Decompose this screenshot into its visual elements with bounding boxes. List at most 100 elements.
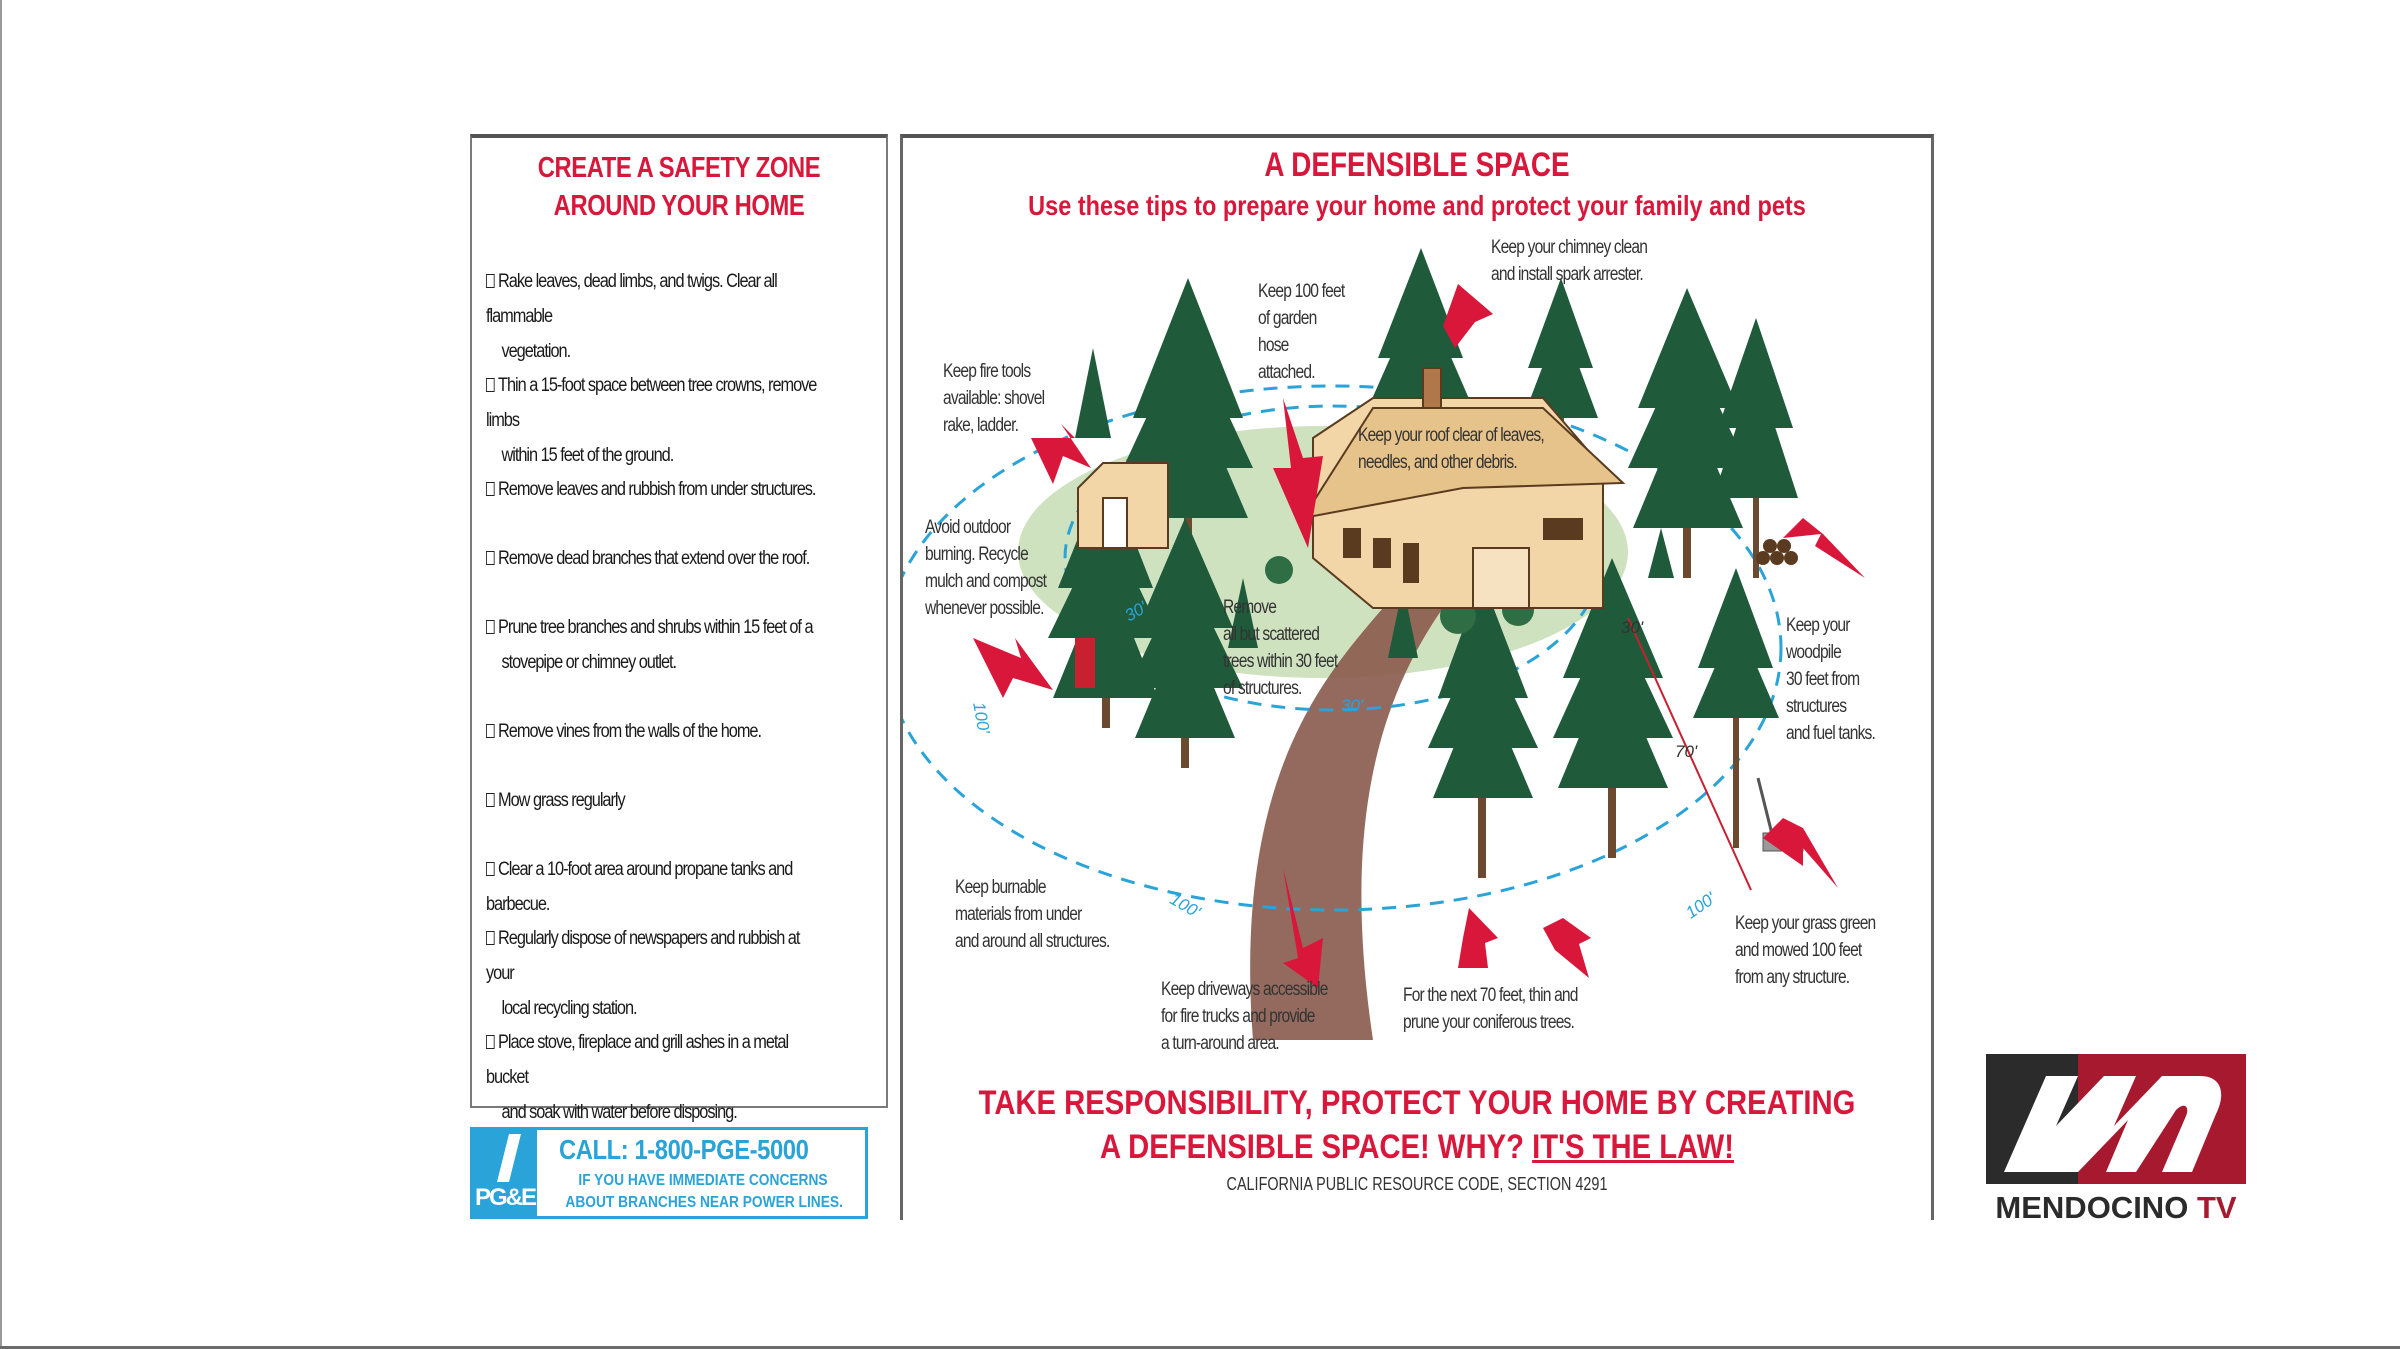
tip-text: Remove leaves and rubbish from under str… xyxy=(498,479,816,500)
tip-text-cont: and soak with water before disposing. xyxy=(501,1102,737,1123)
checkbox-icon xyxy=(486,378,495,392)
pge-callout-sub-line2: ABOUT BRANCHES NEAR POWER LINES. xyxy=(565,1194,843,1211)
label-burning: Avoid outdoor burning. Recycle mulch and… xyxy=(925,517,1047,619)
tree-icon xyxy=(1553,558,1673,858)
defensible-space-panel: A DEFENSIBLE SPACE Use these tips to pre… xyxy=(900,134,1934,1220)
tip-item: Remove leaves and rubbish from under str… xyxy=(486,472,830,507)
tip-text: Clear a 10-foot area around propane tank… xyxy=(486,859,793,915)
defensible-space-illustration xyxy=(903,248,1865,1040)
distance-line xyxy=(1627,617,1752,891)
tip-item: Place stove, fireplace and grill ashes i… xyxy=(486,1025,830,1130)
safety-zone-title-line1: CREATE A SAFETY ZONE xyxy=(537,152,821,184)
tip-item: Remove dead branches that extend over th… xyxy=(486,541,830,576)
tree-icon xyxy=(1648,528,1674,578)
arrow-icon xyxy=(1273,398,1323,548)
pge-callout-sub-line1: IF YOU HAVE IMMEDIATE CONCERNS xyxy=(578,1172,828,1189)
arrow-icon xyxy=(1763,818,1838,888)
distance-30-label: 30' xyxy=(1621,618,1644,637)
tip-text: Remove vines from the walls of the home. xyxy=(498,721,762,742)
arrow-icon xyxy=(1543,918,1591,978)
label-fire-tools: Keep fire tools available: shovel rake, … xyxy=(943,361,1045,436)
tree-icon xyxy=(1075,348,1111,438)
tree-icon xyxy=(1713,318,1798,578)
burn-barrel-icon xyxy=(1075,638,1095,688)
label-woodpile: Keep your woodpile 30 feet from structur… xyxy=(1786,615,1876,744)
tip-text: Thin a 15-foot space between tree crowns… xyxy=(486,375,817,431)
logo-wordmark: MENDOCINO TV xyxy=(1986,1190,2246,1226)
arrow-icon xyxy=(973,638,1053,698)
checkbox-icon xyxy=(486,931,495,945)
zone-100-ring xyxy=(903,384,1783,912)
arrow-icon xyxy=(1031,424,1091,484)
label-chimney: Keep your chimney clean and install spar… xyxy=(1491,237,1648,285)
safety-zone-title-line2: AROUND YOUR HOME xyxy=(553,190,805,222)
tip-item: Mow grass regularly xyxy=(486,783,830,818)
safety-zone-panel: CREATE A SAFETY ZONE AROUND YOUR HOME Ra… xyxy=(470,134,888,1123)
tip-text: Prune tree branches and shrubs within 15… xyxy=(498,617,813,638)
label-grass: Keep your grass green and mowed 100 feet… xyxy=(1735,913,1876,988)
tip-item: Remove vines from the walls of the home. xyxy=(486,714,830,749)
tip-text: Place stove, fireplace and grill ashes i… xyxy=(486,1032,789,1088)
label-driveways: Keep driveways accessible for fire truck… xyxy=(1161,979,1328,1054)
lightning-bolt-icon xyxy=(497,1134,521,1182)
checkbox-icon xyxy=(486,862,495,876)
tree-icon xyxy=(1693,568,1779,848)
distance-70-label: 70' xyxy=(1675,742,1698,761)
arrow-group xyxy=(973,284,1865,988)
screen-left-edge xyxy=(0,0,2,1349)
label-trees-30: Remove all but scattered trees within 30… xyxy=(1223,597,1338,699)
screen-bottom-edge xyxy=(0,1346,2400,1349)
tip-text: Rake leaves, dead limbs, and twigs. Clea… xyxy=(486,271,778,327)
tree-icon xyxy=(1628,288,1748,578)
shed-icon xyxy=(1077,462,1169,549)
tree-icon xyxy=(1428,578,1538,878)
logo-name-tv: TV xyxy=(2196,1190,2237,1225)
checkbox-icon xyxy=(486,724,495,738)
label-next-70: For the next 70 feet, thin and prune you… xyxy=(1403,985,1578,1033)
tip-item: Prune tree branches and shrubs within 15… xyxy=(486,610,830,680)
tree-icon xyxy=(1388,586,1418,658)
tip-item: Regularly dispose of newspapers and rubb… xyxy=(486,921,830,1026)
tip-text-cont: stovepipe or chimney outlet. xyxy=(501,652,677,673)
label-roof: Keep your roof clear of leaves, needles,… xyxy=(1358,425,1545,473)
tree-group xyxy=(1048,248,1798,878)
shrub-icon xyxy=(1265,556,1293,584)
arrow-icon xyxy=(1458,908,1498,968)
footer-line1: TAKE RESPONSIBILITY, PROTECT YOUR HOME B… xyxy=(978,1084,1856,1122)
m-letter-icon xyxy=(2004,1076,2222,1172)
woodpile-icon xyxy=(1756,539,1798,565)
checkbox-icon xyxy=(486,274,495,288)
house-icon xyxy=(1300,367,1626,609)
checkbox-icon xyxy=(486,482,495,496)
distance-30-label: 30' xyxy=(1341,696,1364,715)
tip-item: Thin a 15-foot space between tree crowns… xyxy=(486,368,830,473)
tree-icon xyxy=(1128,518,1243,768)
label-hose: Keep 100 feet of garden hose attached. xyxy=(1258,281,1345,383)
arrow-icon xyxy=(1283,868,1323,988)
checkbox-icon xyxy=(486,1035,495,1049)
resource-code-citation: CALIFORNIA PUBLIC RESOURCE CODE, SECTION… xyxy=(1226,1174,1608,1194)
tip-item: Rake leaves, dead limbs, and twigs. Clea… xyxy=(486,264,830,369)
tip-text: Regularly dispose of newspapers and rubb… xyxy=(486,928,800,984)
tip-item: Clear a 10-foot area around propane tank… xyxy=(486,852,830,922)
arrow-icon xyxy=(1783,518,1865,578)
footer-line2: A DEFENSIBLE SPACE! WHY? IT'S THE LAW! xyxy=(975,1128,1859,1167)
pge-phone-number: CALL: 1-800-PGE-5000 xyxy=(559,1134,809,1165)
pge-callout: PG&E CALL: 1-800-PGE-5000 IF YOU HAVE IM… xyxy=(470,1127,868,1219)
defensible-space-subtitle: Use these tips to prepare your home and … xyxy=(1028,190,1806,221)
tip-text-cont: local recycling station. xyxy=(501,998,637,1019)
tree-icon xyxy=(1228,578,1258,648)
logo-name-main: MENDOCINO xyxy=(1995,1190,2189,1225)
pge-logo: PG&E xyxy=(473,1130,537,1216)
checkbox-icon xyxy=(486,551,495,565)
pge-logo-text: PG&E xyxy=(475,1184,537,1211)
checkbox-icon xyxy=(486,793,495,807)
arrow-icon xyxy=(1443,284,1493,348)
footer-law-emphasis: IT'S THE LAW! xyxy=(1532,1128,1734,1166)
tree-icon xyxy=(1523,278,1598,478)
label-burnable: Keep burnable materials from under and a… xyxy=(955,877,1110,952)
tip-text: Mow grass regularly xyxy=(498,790,626,811)
mendocino-tv-logo: MENDOCINO TV xyxy=(1986,1054,2246,1232)
tip-text-cont: within 15 feet of the ground. xyxy=(501,445,674,466)
footer-line2-prefix: A DEFENSIBLE SPACE! WHY? xyxy=(1099,1128,1533,1166)
